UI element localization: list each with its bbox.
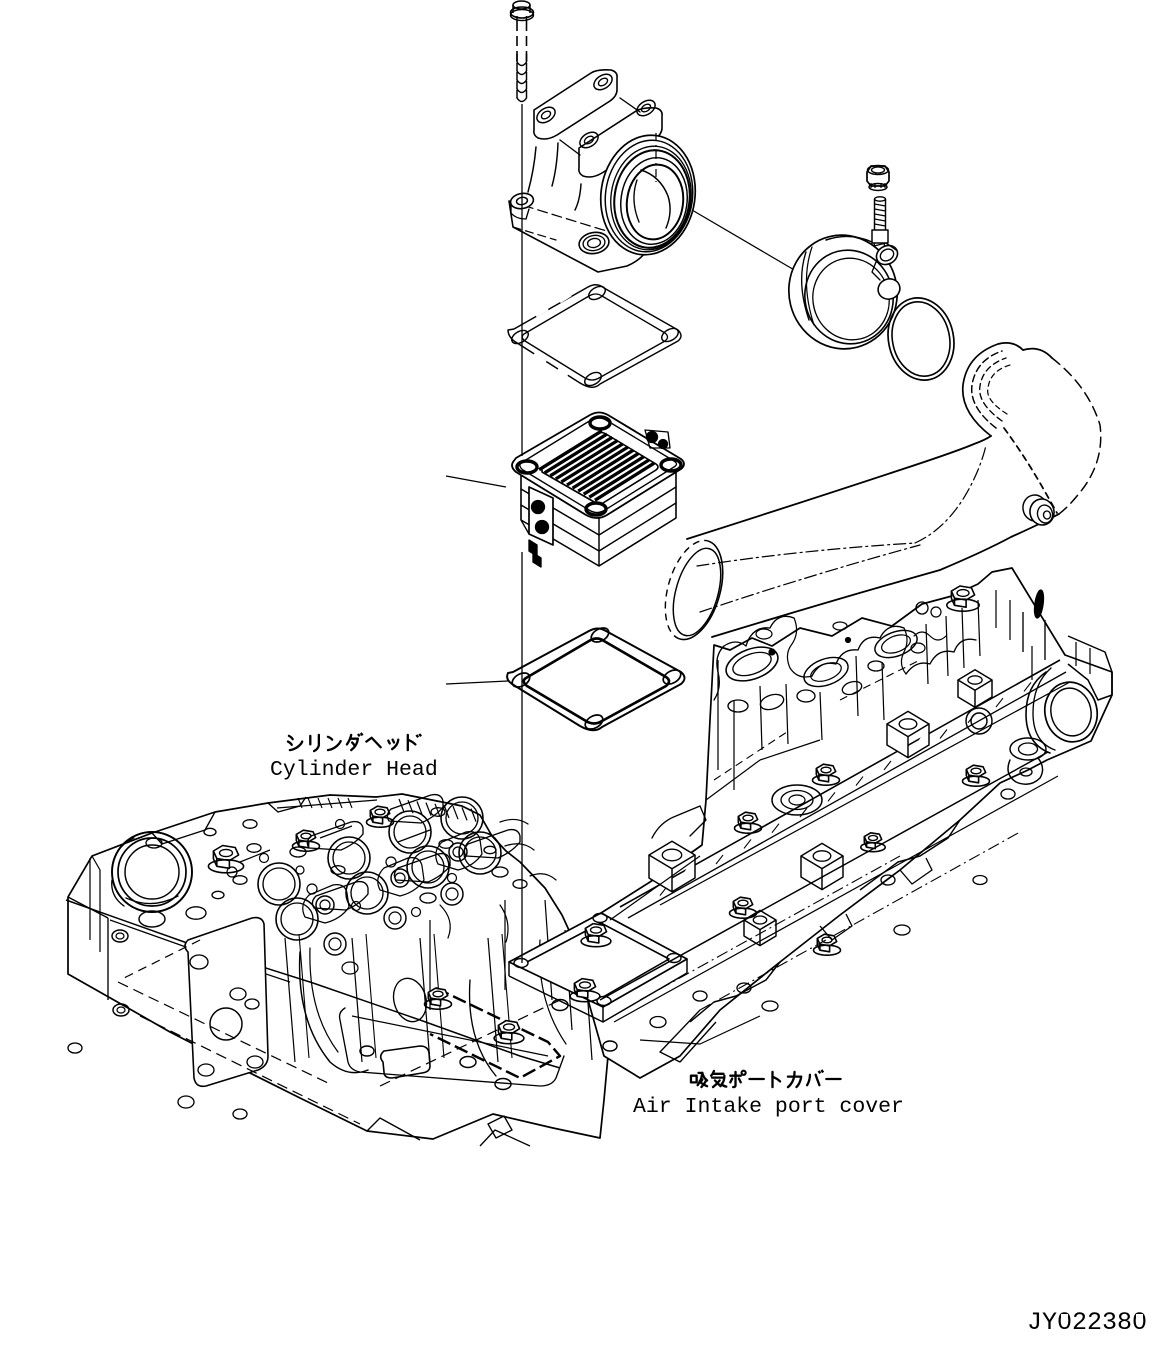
svg-text:Air Intake port cover: Air Intake port cover	[633, 1095, 904, 1119]
svg-text:JY022380: JY022380	[1027, 1308, 1147, 1337]
svg-text:Cylinder Head: Cylinder Head	[270, 758, 438, 782]
